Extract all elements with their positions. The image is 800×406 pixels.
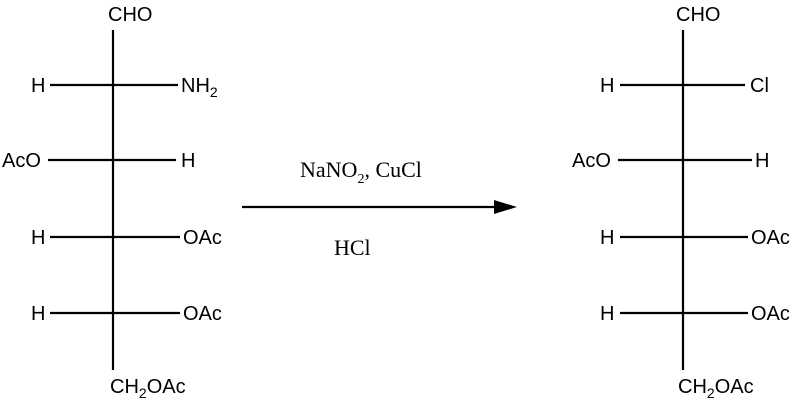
reactant-row3-right: OAc: [183, 227, 222, 249]
reactant-bottom-group: CH2OAc: [110, 376, 186, 401]
product-row4-right: OAc: [751, 303, 790, 325]
product-row3-right: OAc: [751, 227, 790, 249]
reactant-top-group: CHO: [108, 4, 152, 26]
product-bottom-group: CH2OAc: [678, 376, 754, 401]
reactant-structure: CHO H NH2 AcO H H OAc H OAc CH2OAc: [2, 4, 222, 401]
product-row1-right: Cl: [750, 75, 769, 97]
reactant-row4-left: H: [31, 303, 45, 325]
reaction-arrow-group: NaNO2, CuCl HCl: [242, 157, 517, 260]
product-row2-right: H: [755, 150, 769, 172]
product-row1-left: H: [600, 75, 614, 97]
reaction-arrow-head: [494, 200, 517, 214]
reagents-below: HCl: [334, 235, 371, 260]
reactant-row4-right: OAc: [183, 303, 222, 325]
product-top-group: CHO: [676, 4, 720, 26]
reactant-row2-left: AcO: [2, 150, 41, 172]
product-row2-left: AcO: [572, 150, 611, 172]
reactant-row1-left: H: [31, 75, 45, 97]
reagents-above: NaNO2, CuCl: [300, 157, 422, 187]
reactant-row1-right: NH2: [181, 75, 218, 100]
reactant-row2-right: H: [181, 150, 195, 172]
reactant-row3-left: H: [31, 227, 45, 249]
product-structure: CHO H Cl AcO H H OAc H OAc CH2OAc: [572, 4, 790, 401]
product-row4-left: H: [600, 303, 614, 325]
product-row3-left: H: [600, 227, 614, 249]
